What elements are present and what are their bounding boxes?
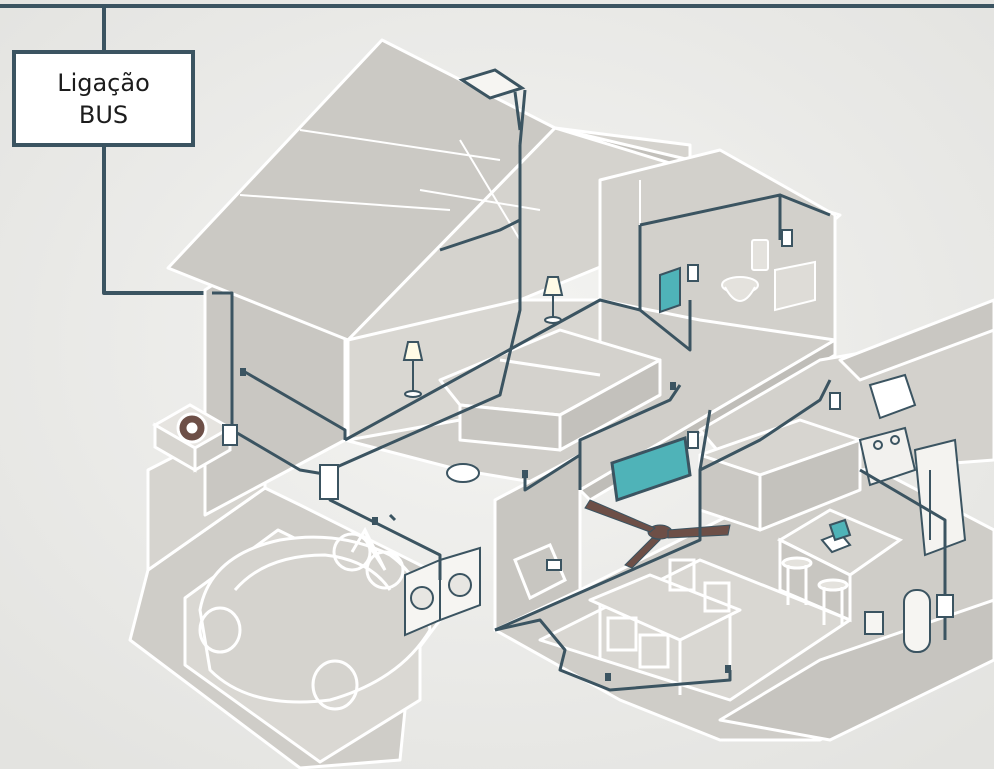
- bus-connection-label: Ligação BUS: [12, 50, 195, 147]
- bedroom-tv: [660, 268, 680, 312]
- refrigerator: [915, 440, 965, 555]
- water-heater: [904, 590, 930, 652]
- bus-label-line2: BUS: [79, 99, 128, 131]
- bus-label-line1: Ligação: [57, 67, 150, 99]
- robot-vacuum-icon: [447, 464, 479, 482]
- router: [865, 612, 883, 634]
